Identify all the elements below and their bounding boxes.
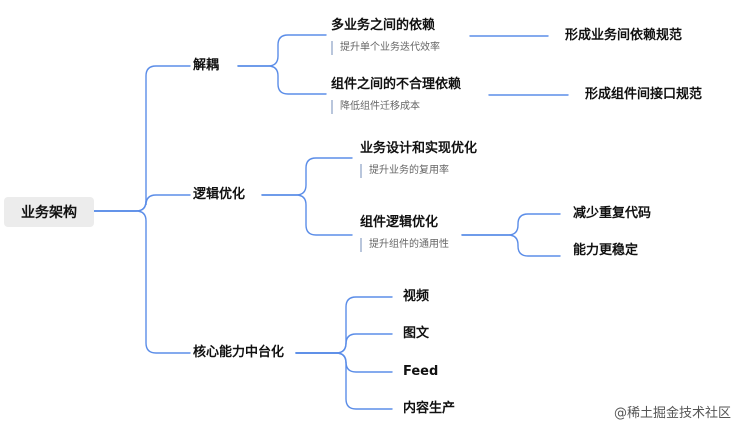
- connector-decouple-b: [237, 65, 327, 95]
- connector-logic-b: [261, 194, 353, 236]
- connector-logic-b-leaf2: [461, 234, 561, 257]
- connector-core-item2: [295, 333, 393, 354]
- leaf-content-production: 内容生产: [403, 401, 456, 416]
- node-decouple: 解耦: [193, 58, 220, 73]
- connector-root-logic: [93, 194, 191, 212]
- connector-root-decouple: [93, 65, 191, 212]
- node-logic-optimization: 逻辑优化: [193, 187, 246, 202]
- note-business-design-optimization: 提升业务的复用率: [360, 164, 449, 178]
- leaf-reduce-duplicate-code: 减少重复代码: [573, 206, 652, 221]
- leaf-component-interface-spec: 形成组件间接口规范: [585, 87, 703, 102]
- connector-decouple-a: [237, 34, 327, 67]
- node-multi-business-dependency: 多业务之间的依赖: [331, 18, 436, 33]
- note-multi-business-dependency: 提升单个业务迭代效率: [331, 41, 440, 55]
- leaf-image-text: 图文: [403, 326, 430, 341]
- connector-logic-a: [261, 157, 353, 196]
- node-business-design-optimization: 业务设计和实现优化: [360, 141, 478, 156]
- connector-core-item1: [295, 296, 393, 354]
- leaf-business-dependency-spec: 形成业务间依赖规范: [565, 28, 683, 43]
- root-node: 业务架构: [4, 197, 94, 227]
- node-component-dependency: 组件之间的不合理依赖: [331, 77, 462, 92]
- node-core-platform: 核心能力中台化: [193, 345, 285, 360]
- connector-root-core: [93, 210, 191, 354]
- leaf-more-stable: 能力更稳定: [573, 243, 639, 258]
- note-component-dependency: 降低组件迁移成本: [331, 100, 420, 114]
- connector-core-item4: [295, 352, 393, 410]
- source-watermark: @稀土掘金技术社区: [613, 406, 731, 421]
- connector-logic-b-leaf1: [461, 213, 561, 236]
- note-component-logic-optimization: 提升组件的通用性: [360, 238, 449, 252]
- node-component-logic-optimization: 组件逻辑优化: [360, 215, 439, 230]
- leaf-feed: Feed: [403, 364, 439, 379]
- leaf-video: 视频: [403, 289, 430, 304]
